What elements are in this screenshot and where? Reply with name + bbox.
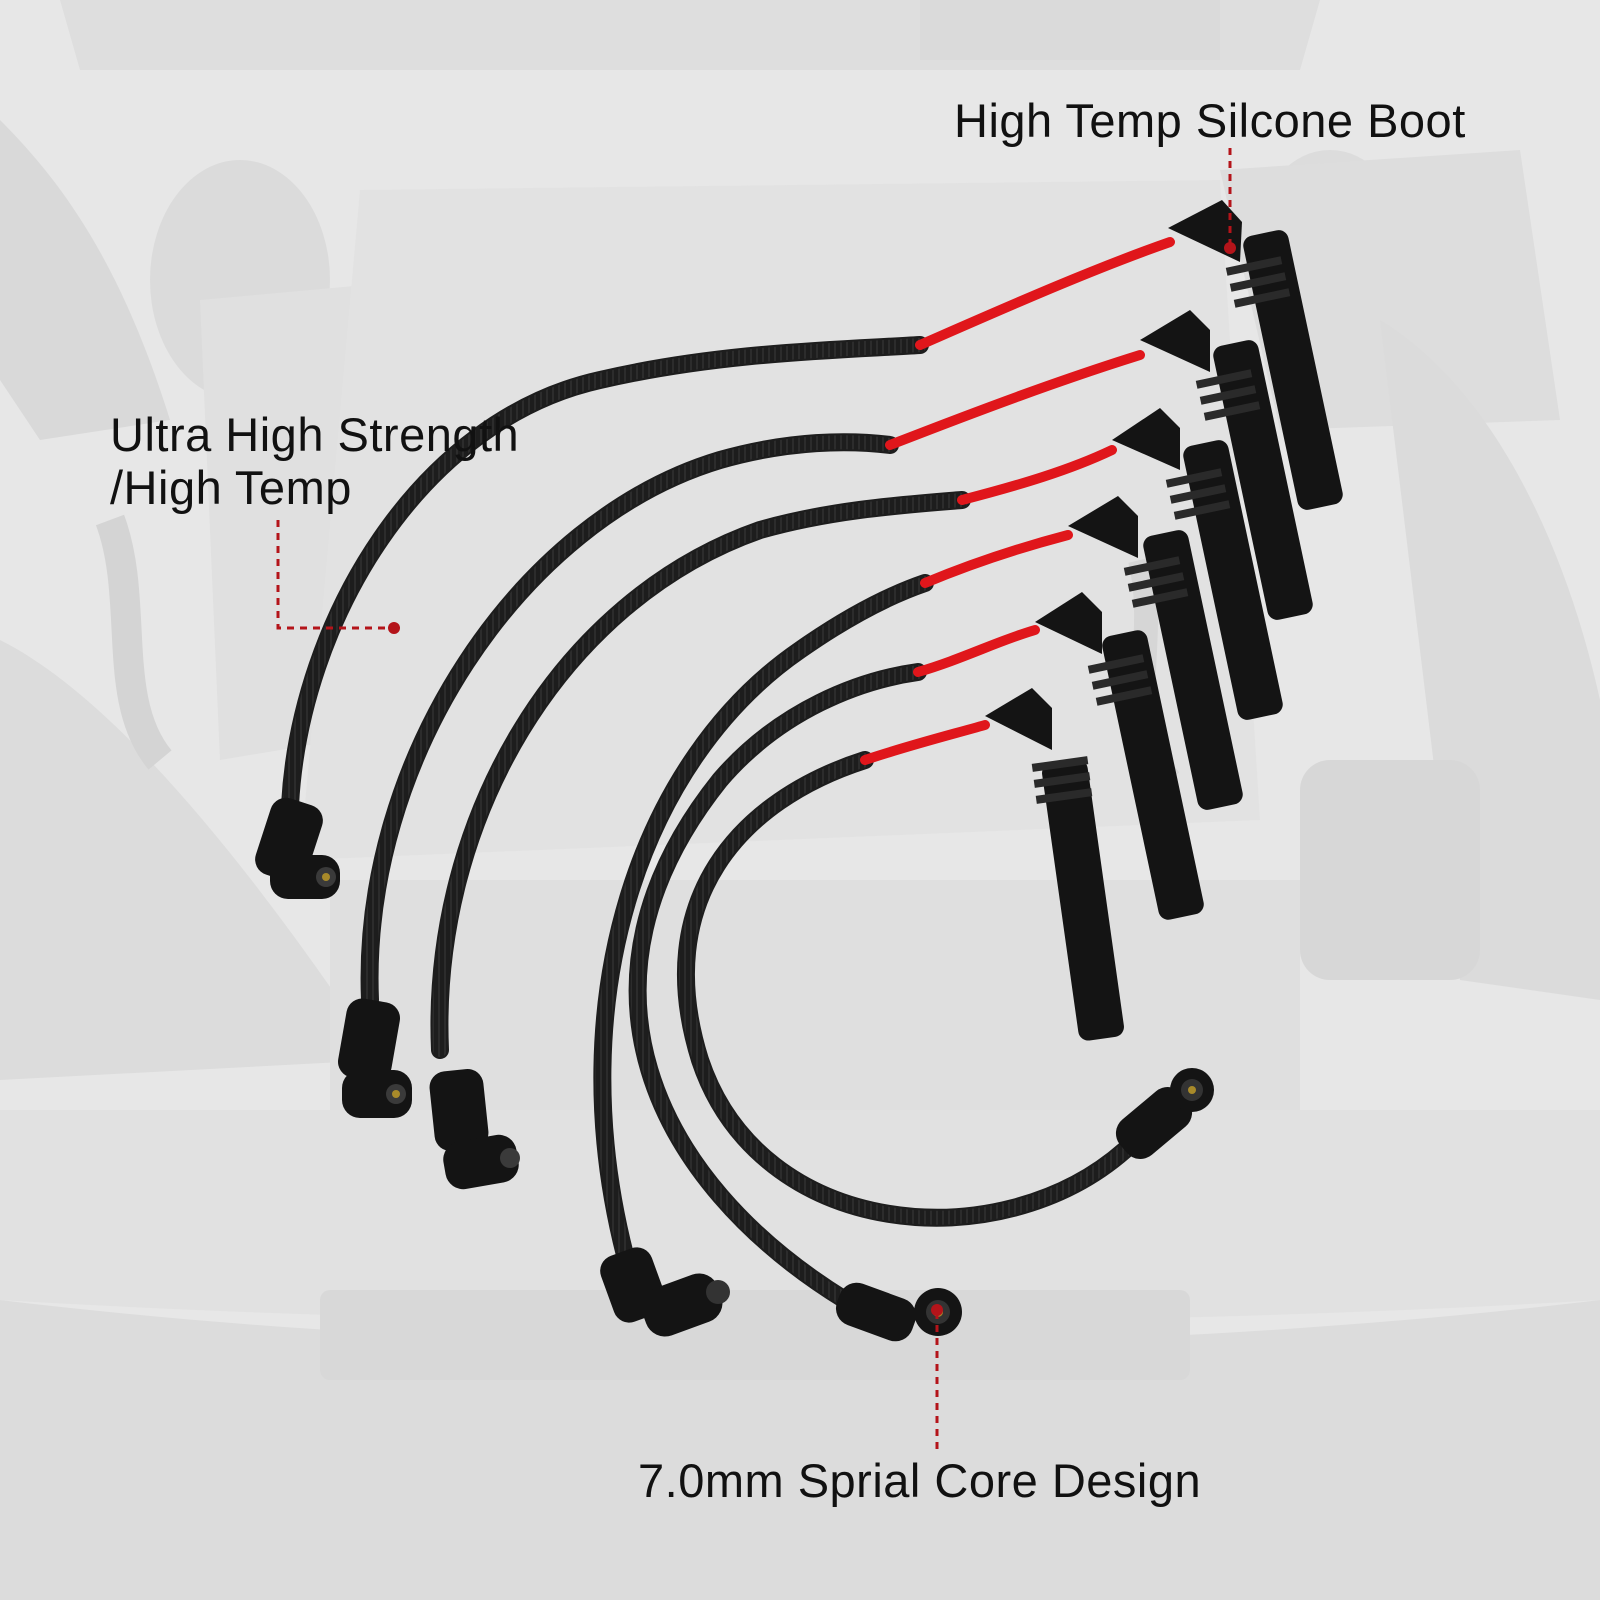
strength-callout-line [276,520,392,630]
coil-boot-6 [1115,1068,1214,1159]
spark-plug-wires [281,237,1175,1309]
strength-callout-dot [388,622,400,634]
wire-2 [360,350,1145,1009]
wire-3 [430,445,1117,1059]
coil-boot-3 [429,1068,520,1190]
callout-dots [388,242,1236,1316]
wire-4 [593,530,1073,1264]
coil-boot-2 [337,998,412,1118]
wire-5 [628,625,1040,1309]
core-callout-dot [931,1304,943,1316]
wire-6 [676,720,1134,1227]
core-callout-label: 7.0mm Sprial Core Design [638,1454,1201,1507]
core-callout-text: 7.0mm Sprial Core Design [638,1454,1202,1507]
coil-boots [255,797,1214,1342]
boot-5 [1035,592,1204,920]
boot-callout-label: High Temp Silcone Boot [954,94,1466,147]
boot-4 [1068,496,1243,810]
strength-callout-line2: /High Temp [110,461,352,514]
coil-boot-1 [255,797,340,899]
callout-leaders [276,148,1232,1454]
boot-2 [1140,310,1313,620]
coil-boot-4 [600,1247,730,1337]
wire-1 [281,237,1175,814]
boot-3 [1112,408,1283,720]
boot-callout-text: High Temp Silcone Boot [954,94,1466,147]
boot-callout-dot [1224,242,1236,254]
boot-1 [1168,200,1343,510]
boot-6 [985,688,1124,1041]
plug-boots [985,200,1343,1041]
strength-callout-label: Ultra High Strength /High Temp [110,408,519,514]
strength-callout-line1: Ultra High Strength [110,408,520,461]
